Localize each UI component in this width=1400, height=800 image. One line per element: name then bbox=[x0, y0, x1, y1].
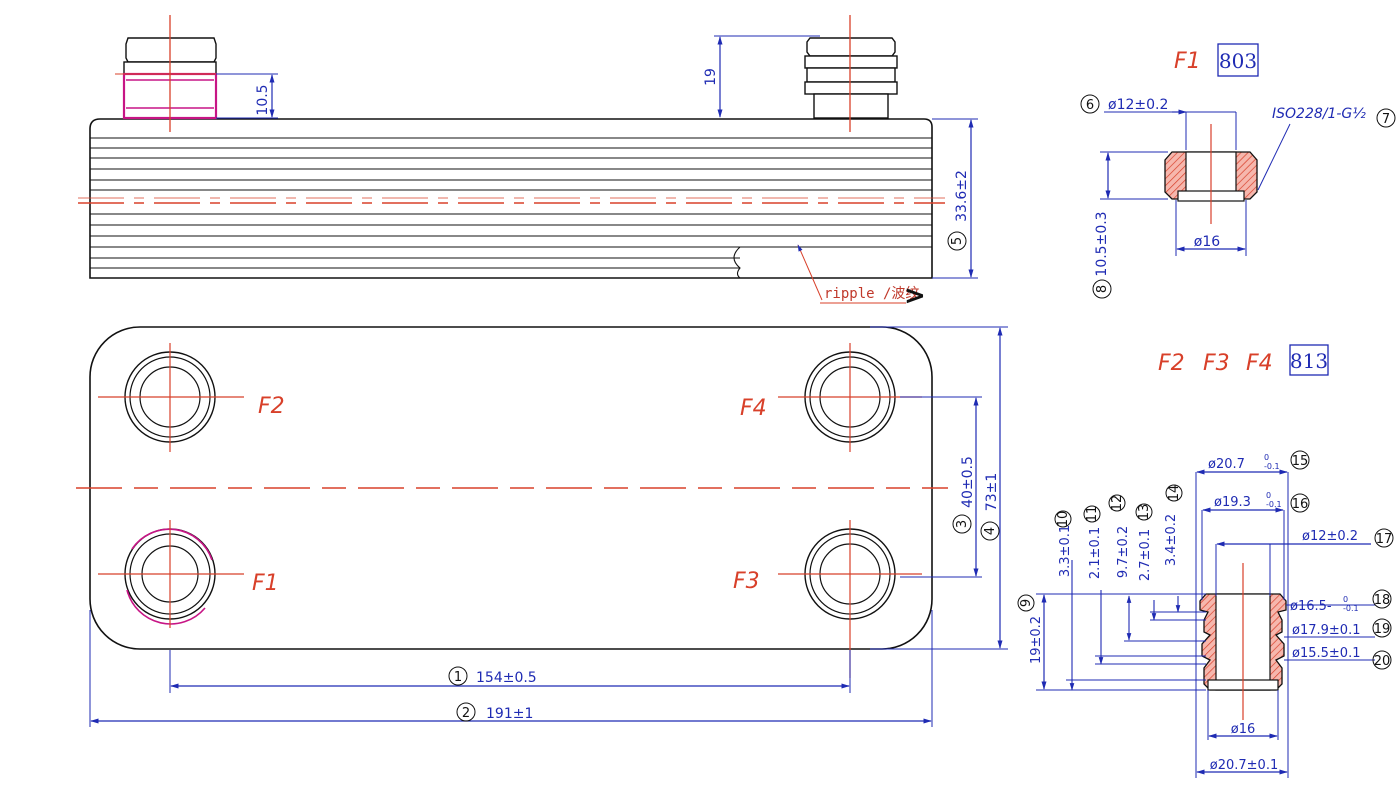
fitting-f234-callout13-number: 13 bbox=[1137, 504, 1152, 521]
fitting-f234-callout20: ø15.5±0.1 bbox=[1292, 646, 1360, 661]
ripple-label: ripple /波纹 bbox=[824, 286, 919, 302]
dim-port-height: 19 bbox=[703, 68, 719, 86]
dim-length-number: 2 bbox=[462, 706, 470, 721]
fitting-f234-callout18-tol-lower: -0.1 bbox=[1343, 604, 1359, 613]
port-f4-side bbox=[804, 15, 898, 132]
fitting-f234-callout15-tol-lower: -0.1 bbox=[1264, 462, 1280, 471]
fitting-f234-callout10-number: 10 bbox=[1056, 511, 1071, 528]
port-label-f3: F3 bbox=[733, 569, 760, 594]
fitting-f234-callout12: 9.7±0.2 bbox=[1116, 526, 1131, 578]
front-view: F2 F1 F4 F3 3 40±0.5 4 73±1 1 154±0.5 2 … bbox=[76, 326, 1008, 727]
fitting-f234-callout16: ø19.3 bbox=[1214, 495, 1251, 510]
fitting-f234-callout11-number: 11 bbox=[1085, 506, 1100, 523]
fitting-f234-callout17-number: 17 bbox=[1376, 532, 1393, 547]
fitting-f1-code: 803 bbox=[1219, 49, 1257, 73]
fitting-f234-callout9-number: 9 bbox=[1019, 599, 1034, 607]
port-f3 bbox=[778, 520, 922, 678]
fitting-f234-callout19-number: 19 bbox=[1374, 622, 1391, 637]
dim-port-pitch-number: 1 bbox=[454, 670, 462, 685]
port-f4 bbox=[778, 343, 922, 452]
fitting-f234-callout16-tol-upper: 0 bbox=[1266, 491, 1271, 500]
fitting-f1-label: F1 bbox=[1174, 49, 1201, 74]
dim-port-spacing: 40±0.5 bbox=[960, 456, 976, 508]
ripple-mark: > bbox=[904, 281, 926, 311]
exchanger-body-side bbox=[89, 118, 933, 279]
fitting-f234-bottom-outer: ø20.7±0.1 bbox=[1210, 758, 1278, 773]
fitting-f1-iso-label: ISO228/1-G½ bbox=[1272, 106, 1366, 122]
port-f1-side bbox=[115, 15, 225, 132]
fitting-f234-callout9: 19±0.2 bbox=[1029, 616, 1044, 664]
fitting-f234-callout15-tol-upper: 0 bbox=[1264, 453, 1269, 462]
fitting-f234-callout17: ø12±0.2 bbox=[1302, 529, 1358, 544]
fitting-f234-callout12-number: 12 bbox=[1110, 495, 1125, 512]
dim-port-pitch: 154±0.5 bbox=[476, 670, 537, 686]
dim-port-spacing-number: 3 bbox=[955, 520, 970, 528]
dim-length: 191±1 bbox=[486, 706, 533, 722]
fitting-f234-label-f2: F2 bbox=[1158, 351, 1185, 376]
fitting-f1-callout6: ø12±0.2 bbox=[1108, 97, 1168, 113]
port-f1 bbox=[98, 520, 244, 628]
dim-width: 73±1 bbox=[984, 473, 1000, 511]
fitting-f1-height: 10.5±0.3 bbox=[1094, 211, 1110, 276]
dim-width-number: 4 bbox=[983, 527, 998, 535]
dim-thread-height: 10.5 bbox=[255, 84, 271, 115]
fitting-f234-code: 813 bbox=[1290, 349, 1328, 373]
fitting-f234-callout10: 3.3±0.1 bbox=[1058, 525, 1073, 577]
fitting-f1-callout7-number: 7 bbox=[1382, 112, 1390, 127]
fitting-f234-detail: F2 F3 F4 813 ø20.7 0 -0.1 15 ø19.3 0 -0.… bbox=[1017, 344, 1394, 778]
port-label-f4: F4 bbox=[740, 396, 767, 421]
fitting-f1-callout6-number: 6 bbox=[1086, 98, 1094, 113]
port-label-f1: F1 bbox=[252, 571, 279, 596]
fitting-f234-callout13: 2.7±0.1 bbox=[1138, 529, 1153, 581]
fitting-f1-height-number: 8 bbox=[1095, 285, 1110, 293]
fitting-f234-bottom-dia: ø16 bbox=[1231, 722, 1256, 737]
fitting-f234-label-f3: F3 bbox=[1203, 351, 1230, 376]
dim-height-number: 5 bbox=[950, 237, 965, 245]
fitting-f234-callout18-number: 18 bbox=[1374, 593, 1391, 608]
fitting-f234-label-f4: F4 bbox=[1246, 351, 1273, 376]
fitting-f234-callout19: ø17.9±0.1 bbox=[1292, 623, 1360, 638]
plate-lines bbox=[90, 137, 932, 269]
fitting-f234-callout15: ø20.7 bbox=[1208, 457, 1245, 472]
fitting-f234-callout16-number: 16 bbox=[1292, 497, 1309, 512]
fitting-f234-callout20-number: 20 bbox=[1374, 654, 1391, 669]
port-label-f2: F2 bbox=[258, 394, 285, 419]
top-view: 10.5 19 5 33.6±2 ripple /波纹 > bbox=[78, 15, 978, 311]
fitting-f234-callout11: 2.1±0.1 bbox=[1088, 527, 1103, 579]
fitting-f1-detail: F1 803 6 ø12±0.2 ISO228/1-G½ 7 10.5±0.3 … bbox=[1080, 43, 1396, 299]
fitting-f234-callout14-number: 14 bbox=[1167, 485, 1182, 502]
fitting-f234-callout15-number: 15 bbox=[1292, 454, 1309, 469]
fitting-f234-callout16-tol-lower: -0.1 bbox=[1266, 500, 1282, 509]
port-f2 bbox=[98, 343, 244, 452]
fitting-f234-callout18: ø16.5- bbox=[1290, 599, 1332, 614]
fitting-f234-callout14: 3.4±0.2 bbox=[1164, 514, 1179, 566]
fitting-f234-callout18-tol-upper: 0 bbox=[1343, 595, 1348, 604]
fitting-f1-bottom-dia: ø16 bbox=[1194, 234, 1220, 250]
dim-height: 33.6±2 bbox=[954, 170, 970, 222]
